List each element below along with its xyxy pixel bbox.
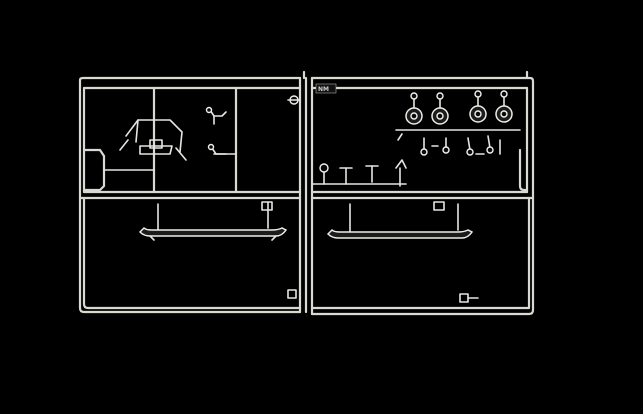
mirror-parts: [395, 90, 521, 156]
sprue-tag: NM: [315, 83, 337, 94]
sprue-runner-frame: [78, 70, 535, 316]
sprue-tag-label: NM: [318, 86, 329, 93]
long-strip-left: [138, 201, 288, 241]
lever-parts: [205, 106, 237, 155]
wiper-arm-parts: [103, 119, 187, 171]
bracket-parts: [311, 159, 407, 187]
sprue-gate-circle: [287, 95, 301, 105]
long-strip-right: [326, 201, 474, 239]
lower-clips: [287, 289, 479, 303]
